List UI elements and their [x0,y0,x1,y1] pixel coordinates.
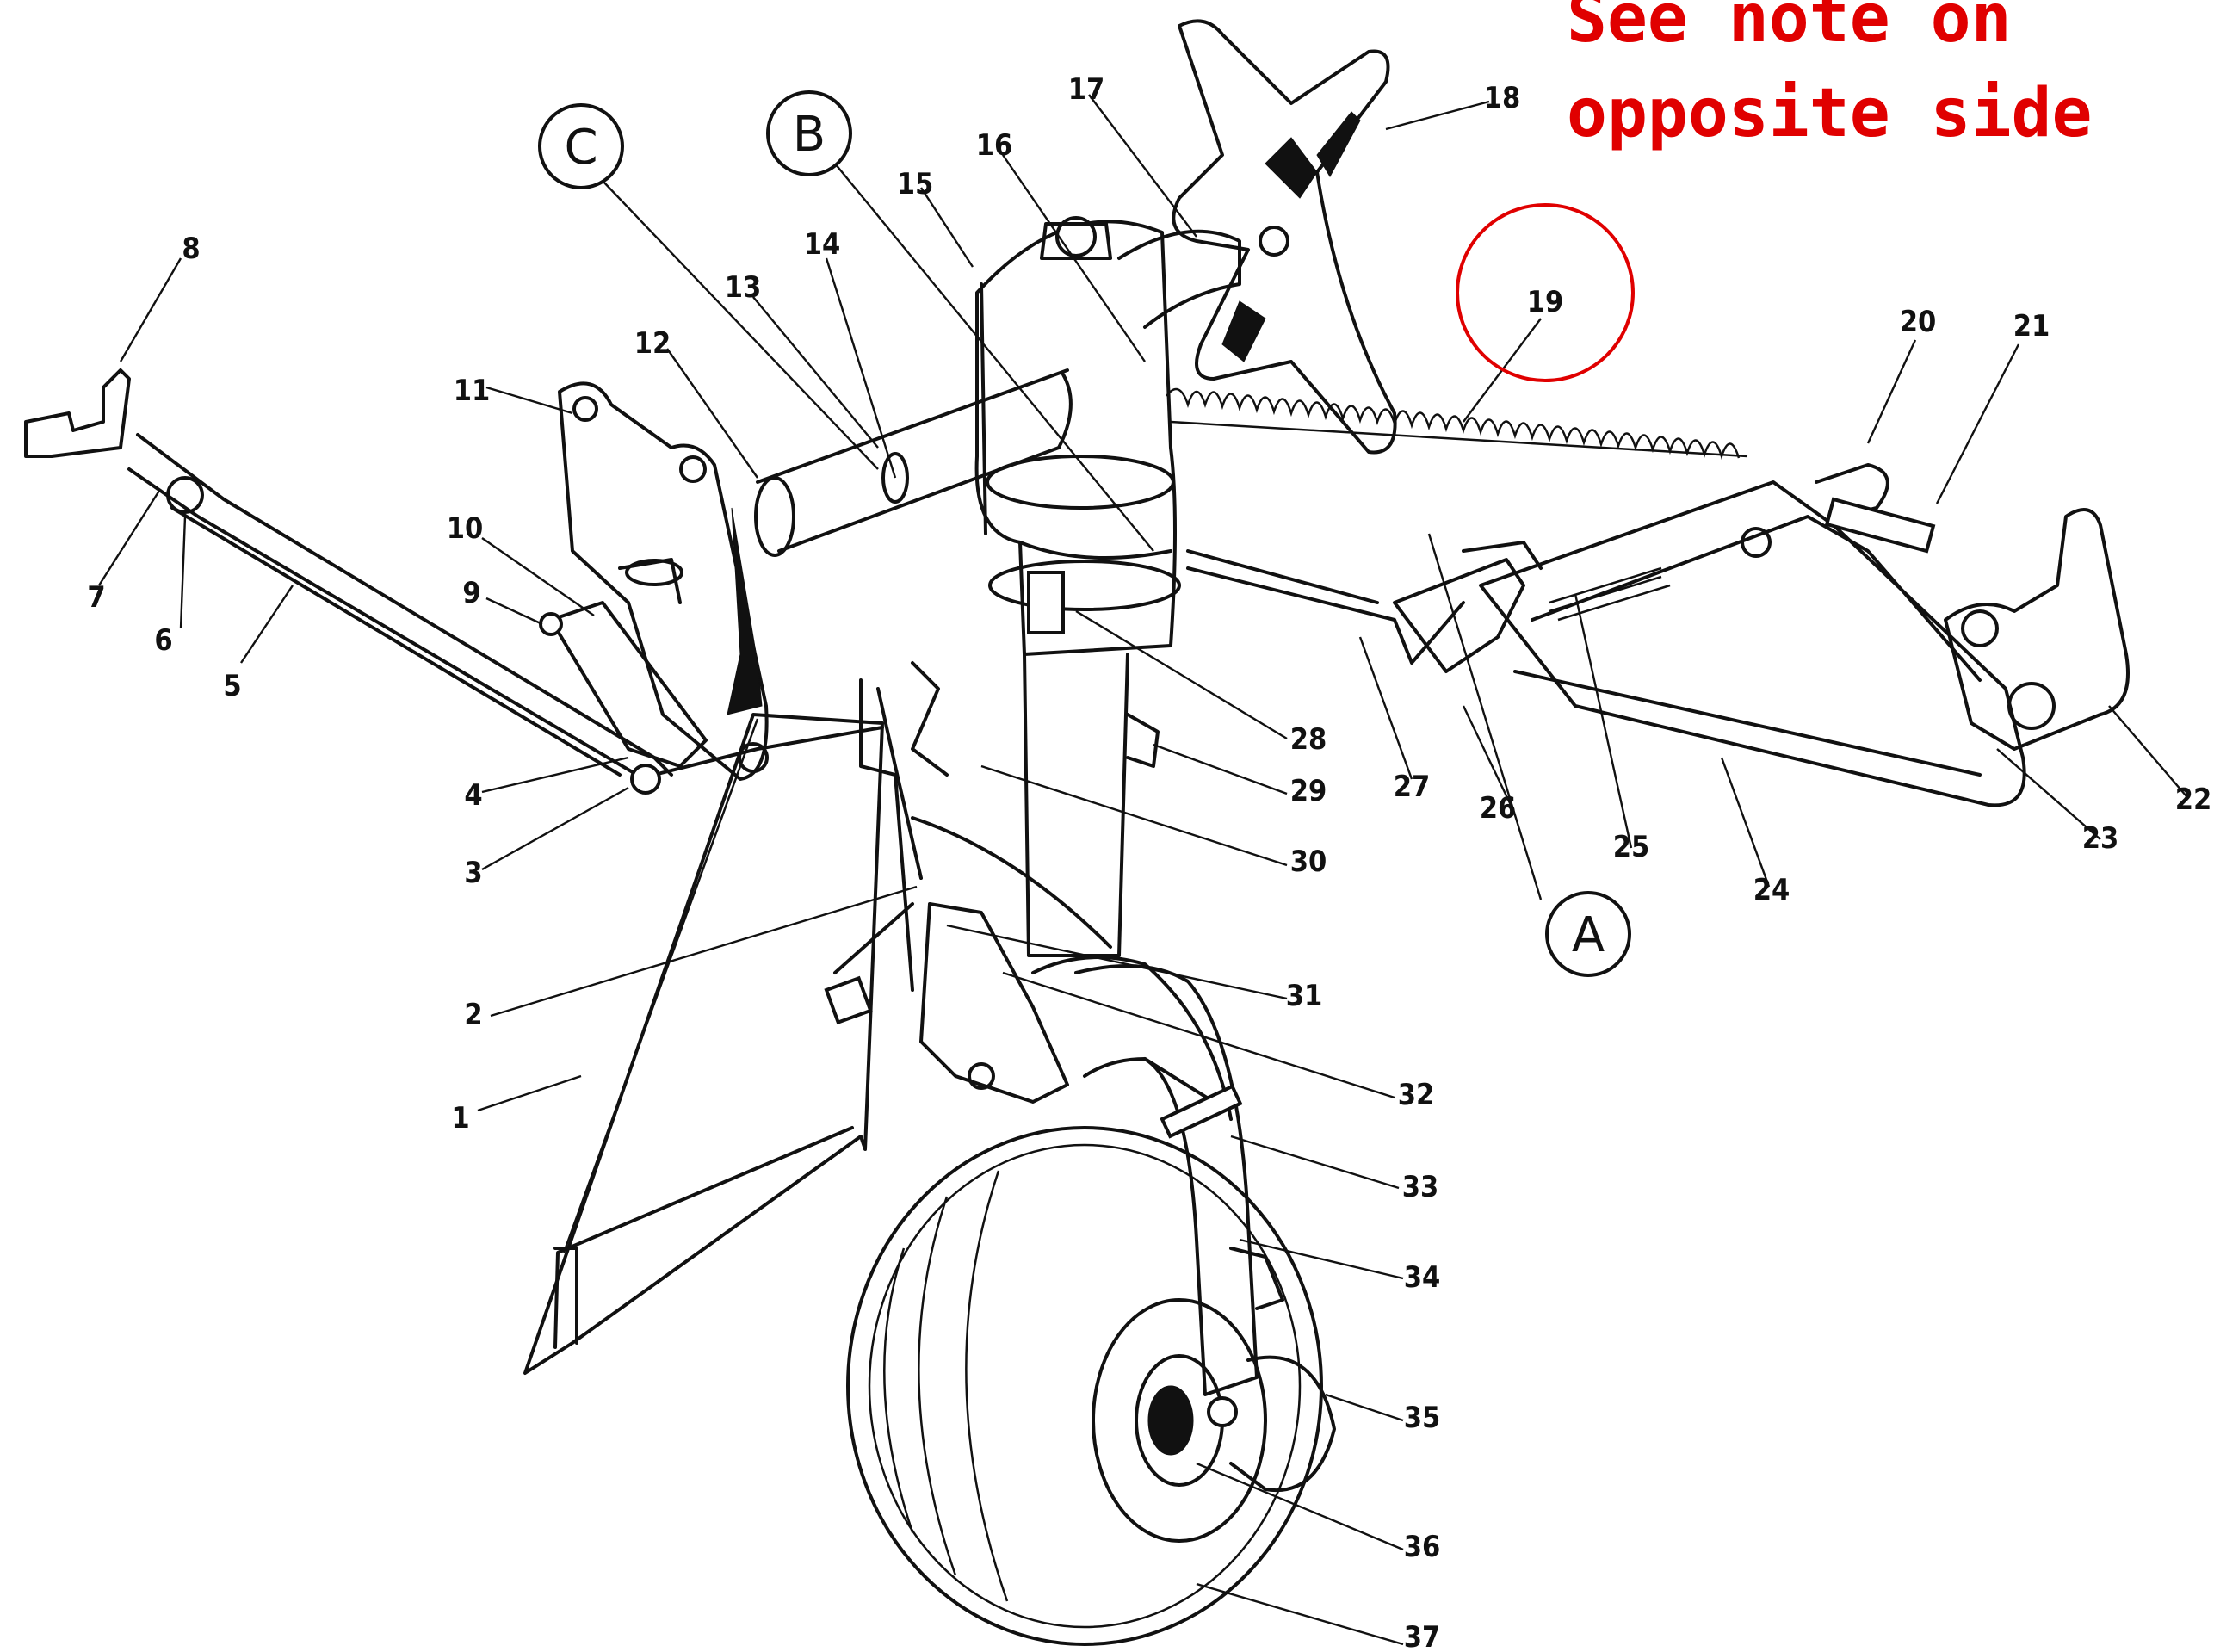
part-label: 36 [1404,1530,1441,1564]
note-line-1: See note on [1567,0,2012,58]
part-label: 16 [976,128,1013,163]
part-label: 11 [454,374,491,408]
part-label: 24 [1753,873,1790,907]
part-label: 25 [1613,830,1650,864]
part-label: 22 [2175,783,2212,817]
upper-bracket [1117,19,1397,455]
part-label: 9 [462,576,480,610]
part-label: 3 [464,856,482,890]
part-label: 4 [464,778,482,813]
part-label: 33 [1402,1170,1439,1204]
part-label: 13 [725,270,762,305]
part-label: 19 [1527,285,1564,319]
part-label: 26 [1480,791,1517,826]
side-strut [24,368,708,795]
part-label: 17 [1068,72,1105,107]
part-label: 5 [223,669,241,703]
mount-bracket [558,381,769,781]
callout-b: B [766,90,852,176]
highlight-ring [1456,203,1635,382]
callout-a: A [1545,891,1631,977]
part-label: 32 [1398,1078,1435,1112]
part-label: 37 [1404,1620,1441,1652]
part-label: 10 [447,511,484,546]
part-label: 18 [1484,81,1521,115]
wheel-fork [1074,964,1284,1396]
gear-door-fairing [523,713,884,1375]
part-label: 6 [154,623,172,658]
part-label: 21 [2013,309,2050,343]
part-label: 23 [2082,821,2119,856]
callout-a-label: A [1572,907,1605,963]
spring [1166,387,1748,461]
part-label: 20 [1900,305,1937,339]
part-label: 8 [182,232,200,266]
callout-b-label: B [793,107,826,163]
drag-brace [1186,463,2130,807]
part-label: 29 [1290,774,1327,808]
part-label: 35 [1404,1401,1441,1435]
part-label: 27 [1394,770,1431,804]
strut-cylinder [974,216,1181,957]
part-label: 12 [634,326,671,361]
callout-c-label: C [564,120,597,176]
part-labels: 1 2 3 4 5 6 7 8 9 10 11 12 13 14 15 16 1… [87,72,2211,1652]
part-label: 30 [1290,845,1327,879]
callout-c: C [538,103,624,189]
part-label: 1 [451,1101,469,1135]
note-line-2: opposite side [1567,75,2092,152]
part-label: 34 [1404,1260,1441,1295]
part-label: 15 [897,167,934,201]
part-label: 2 [464,998,482,1032]
part-label: 28 [1290,722,1327,757]
wheel [846,1126,1336,1646]
part-label: 7 [87,580,105,615]
part-label: 14 [804,227,841,262]
note: See note on opposite side [1567,0,2092,152]
part-label: 31 [1286,979,1323,1013]
leader-lines [97,94,2187,1646]
